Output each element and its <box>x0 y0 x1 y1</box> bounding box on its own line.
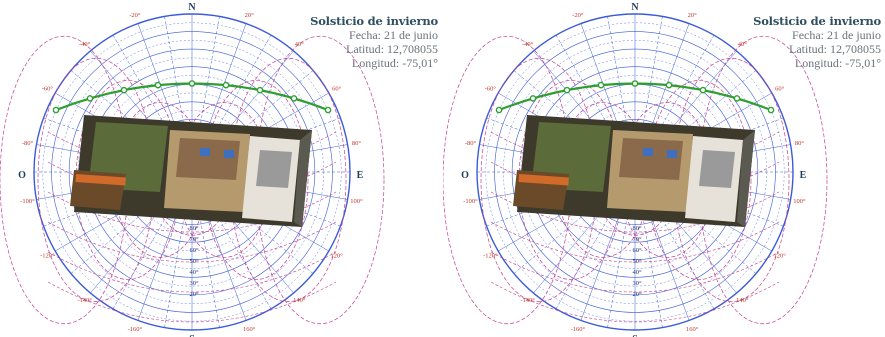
azimuth-label: 120° <box>773 253 786 260</box>
sun-path-diagram: N S E O 160° 140° 120° 100° 80° 60° 40° 20° -20° -40°… <box>443 2 828 337</box>
sun-path-marker <box>563 86 571 94</box>
latitude-label: Latitud: 12,708055 <box>346 42 438 56</box>
solstice-title: Solsticio de invierno <box>310 14 438 28</box>
azimuth-label: 120° <box>330 253 343 260</box>
azimuth-label: 20° <box>688 12 698 19</box>
azimuth-label: -20° <box>129 12 141 19</box>
longitude-label: Longitud: -75,01° <box>794 56 881 70</box>
sun-chart-panel-left: N S E O 160° 140° 120° 100° 80° 60° 40° 20° -20° -40°… <box>0 0 442 337</box>
azimuth-label: 40° <box>295 41 305 48</box>
azimuth-label: -40° <box>79 41 91 48</box>
altitude-label: 70° <box>632 236 642 243</box>
longitude-label: Longitud: -75,01° <box>351 56 438 70</box>
sun-path-marker <box>631 80 639 87</box>
altitude-label: 80° <box>189 225 199 232</box>
sun-path-marker <box>767 106 775 114</box>
sun-chart-panel-right: N S E O 160° 140° 120° 100° 80° 60° 40° 20° -20° -40°… <box>443 0 885 337</box>
azimuth-label: -120° <box>483 253 498 260</box>
azimuth-label: -40° <box>522 41 534 48</box>
altitude-label: 50° <box>632 258 642 265</box>
date-label: Fecha: 21 de junio <box>792 28 881 42</box>
altitude-label: 80° <box>632 225 642 232</box>
altitude-label: 30° <box>632 280 642 287</box>
sun-path-marker <box>188 80 196 87</box>
azimuth-label: -140° <box>520 297 535 304</box>
sun-path-marker <box>86 95 94 102</box>
sun-path-marker <box>699 86 707 94</box>
chart-labels: N S E O 160° 140° 120° 100° 80° 60° 40° 20° -20° -40°… <box>461 2 807 337</box>
azimuth-label: 160° <box>243 326 256 333</box>
azimuth-label: 80° <box>795 140 805 147</box>
azimuth-label: -120° <box>40 253 55 260</box>
building-model <box>513 115 755 227</box>
azimuth-label: 20° <box>245 12 255 19</box>
altitude-label: 20° <box>189 291 199 298</box>
azimuth-label: 140° <box>736 297 749 304</box>
sun-path-marker <box>665 81 673 89</box>
azimuth-label: -80° <box>465 140 477 147</box>
azimuth-label: 80° <box>352 140 362 147</box>
azimuth-label: 100° <box>350 198 363 205</box>
altitude-label: 60° <box>189 247 199 254</box>
sun-path-marker <box>222 81 230 89</box>
sun-path-marker <box>256 86 264 94</box>
azimuth-label: 60° <box>332 86 342 93</box>
altitude-label: 40° <box>189 269 199 276</box>
cardinal-west-label: O <box>461 170 469 181</box>
cardinal-west-label: O <box>18 170 26 181</box>
sun-path-marker <box>154 81 162 89</box>
altitude-label: 60° <box>632 247 642 254</box>
altitude-label: 30° <box>189 280 199 287</box>
cardinal-south-label: S <box>189 334 195 337</box>
azimuth-label: 160° <box>686 326 699 333</box>
solstice-info: Solsticio de invierno Fecha: 21 de junio… <box>310 14 438 70</box>
azimuth-label: -20° <box>572 12 584 19</box>
azimuth-label: 60° <box>775 86 785 93</box>
sun-path-marker <box>733 95 741 102</box>
latitude-label: Latitud: 12,708055 <box>789 42 881 56</box>
sun-path-marker <box>597 81 605 89</box>
building-model <box>70 115 312 227</box>
sun-path-marker <box>120 86 128 94</box>
cardinal-north-label: N <box>188 2 196 13</box>
cardinal-east-label: E <box>800 170 807 181</box>
chart-labels: N S E O 160° 140° 120° 100° 80° 60° 40° 20° -20° -40°… <box>18 2 364 337</box>
cardinal-east-label: E <box>357 170 364 181</box>
azimuth-label: -160° <box>128 326 143 333</box>
solstice-title: Solsticio de invierno <box>753 14 881 28</box>
sun-path-marker <box>324 106 332 114</box>
azimuth-label: -60° <box>485 86 497 93</box>
azimuth-label: -100° <box>20 198 35 205</box>
altitude-label: 40° <box>632 269 642 276</box>
azimuth-label: -160° <box>571 326 586 333</box>
sun-path-marker <box>529 95 537 102</box>
sun-path-marker <box>495 106 503 114</box>
cardinal-south-label: S <box>632 334 638 337</box>
azimuth-label: 40° <box>738 41 748 48</box>
azimuth-label: 140° <box>293 297 306 304</box>
altitude-label: 20° <box>632 291 642 298</box>
solstice-info: Solsticio de invierno Fecha: 21 de junio… <box>753 14 881 70</box>
azimuth-label: 100° <box>793 198 806 205</box>
altitude-label: 70° <box>189 236 199 243</box>
azimuth-label: -100° <box>463 198 478 205</box>
sun-path-diagram: N S E O 160° 140° 120° 100° 80° 60° 40° 20° -20° -40°… <box>0 2 385 337</box>
azimuth-label: -140° <box>77 297 92 304</box>
cardinal-north-label: N <box>631 2 639 13</box>
altitude-label: 50° <box>189 258 199 265</box>
date-label: Fecha: 21 de junio <box>349 28 438 42</box>
azimuth-label: -60° <box>42 86 54 93</box>
sun-path-marker <box>290 95 298 102</box>
sun-path-marker <box>52 106 60 114</box>
azimuth-label: -80° <box>22 140 34 147</box>
